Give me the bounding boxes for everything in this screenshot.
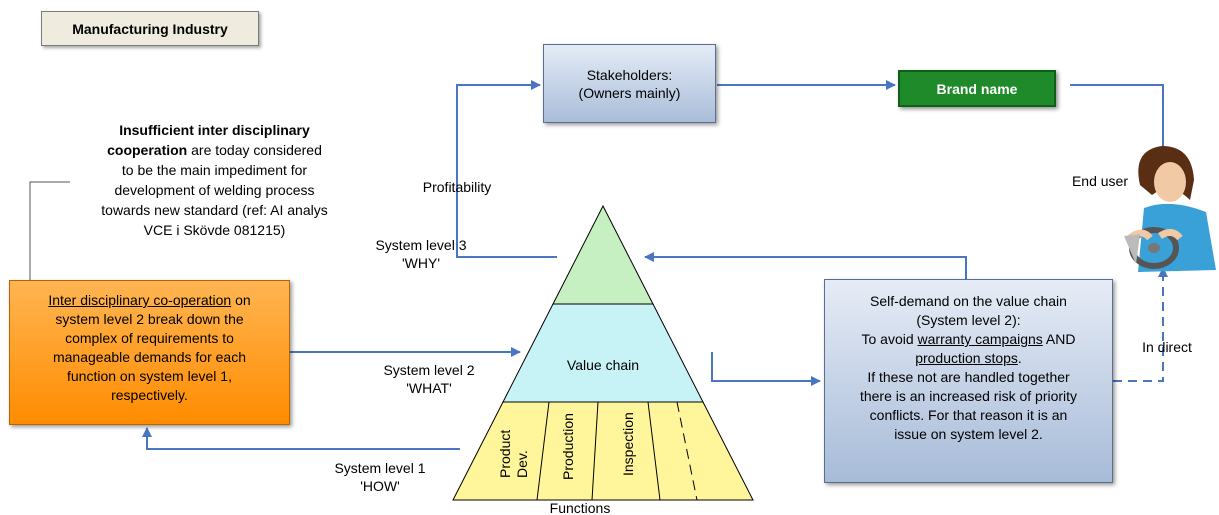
sd-line6: there is an increased risk of priority [859,388,1078,404]
note-bold-line2: cooperation [107,142,188,158]
sd-line3-pre: To avoid [861,331,918,347]
sd-line2: (System level 2): [916,312,1021,328]
functions-label: Functions [550,500,611,515]
note-line4: development of welding process [114,182,315,198]
value-chain-label: Value chain [567,357,639,373]
selfdemand-to-level3-arrow [644,252,967,279]
sd-line8: issue on system level 2. [894,426,1043,442]
sd-line7: conflicts. For that reason it is an [869,407,1068,423]
orange-line2: system level 2 break down the [55,311,244,327]
valuechain-to-selfdemand-arrow [711,352,821,386]
function-label-production: Production [560,413,576,480]
sd-line3-post: AND [1042,331,1076,347]
note-line5: towards new standard (ref: AI analys [101,202,328,218]
orange-line6: respectively. [111,387,188,403]
level3-name: System level 3 [375,237,466,253]
end-user-icon [1124,146,1216,272]
function-product-line2: Dev. [514,450,530,478]
brand-name-box: Brand name [898,70,1056,107]
orange-line4: manageable demands for each [52,349,247,365]
end-user-label: End user [1072,173,1128,189]
function-label-inspection: Inspection [620,412,636,476]
stakeholders-line2: (Owners mainly) [578,84,681,101]
profitability-arrow [456,80,557,258]
function-product-line1: Product [497,430,513,478]
level3-tag: 'WHY' [402,255,440,271]
stakeholders-box: Stakeholders: (Owners mainly) [543,44,716,123]
orange-line5: function on system level 1, [67,368,232,384]
title-text: Manufacturing Industry [72,20,228,37]
note-line3: to be the main impediment for [121,162,308,178]
level1-tag: 'HOW' [360,478,400,494]
pyramid [452,204,754,501]
brand-name-text: Brand name [936,80,1018,97]
pyramid-bottom-section [452,401,754,501]
sd-line4-post: . [1017,350,1022,366]
level2-name: System level 2 [383,362,474,378]
pyramid-middle-section [502,303,704,403]
sd-line5: If these not are handled together [867,369,1070,385]
function-label-product-dev: Product Dev. [497,426,530,478]
profitability-label: Profitability [423,179,491,195]
note-line6: VCE i Skövde 081215) [143,222,286,238]
sd-line1: Self-demand on the value chain [870,293,1067,309]
note-rest-line2: are today considered [187,142,322,158]
level1-to-orange-arrow [142,427,460,450]
indirect-dashed-arrow [1113,267,1168,382]
orange-after: on [231,292,251,308]
in-direct-label: In direct [1142,339,1192,355]
stakeholders-line1: Stakeholders: [586,66,673,83]
sd-line3-u: warranty campaigns [917,331,1043,347]
note-bold-line1: Insufficient inter disciplinary [119,122,310,138]
level2-tag: 'WHAT' [406,380,452,396]
note-bracket-line [29,181,70,280]
pyramid-top-section [552,204,654,305]
orange-underlined: Inter disciplinary co-operation [48,292,232,308]
cooperation-box: Inter disciplinary co-operation on syste… [9,280,290,425]
level1-name: System level 1 [334,460,425,476]
self-demand-box: Self-demand on the value chain (System l… [824,279,1113,483]
orange-line3: complex of requirements to [65,330,234,346]
impediment-note: Insufficient inter disciplinary cooperat… [72,120,357,240]
sd-line4-u: production stops [915,350,1018,366]
title-box: Manufacturing Industry [41,11,259,46]
